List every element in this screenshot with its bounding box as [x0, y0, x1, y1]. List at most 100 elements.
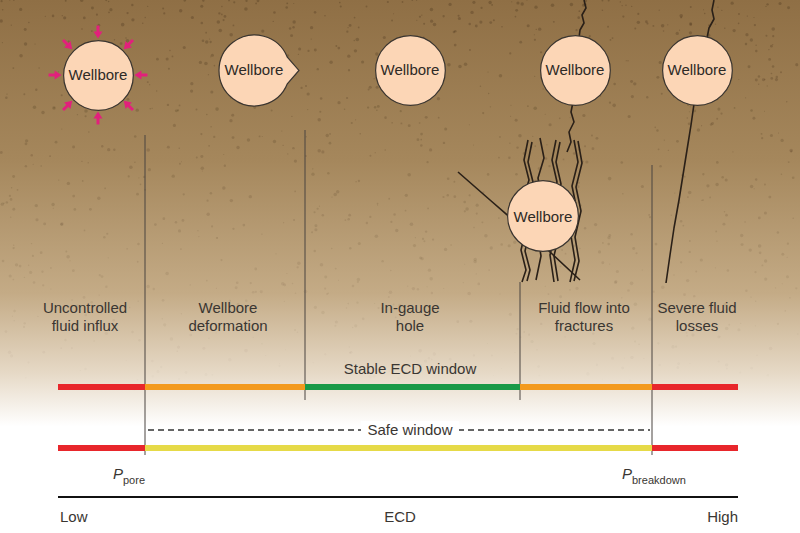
- grain-dot: [447, 194, 449, 196]
- grain-dot: [131, 18, 134, 21]
- grain-dot: [81, 161, 82, 162]
- grain-dot: [348, 214, 351, 217]
- grain-dot: [493, 19, 495, 21]
- bar-segment: [58, 384, 145, 390]
- grain-dot: [189, 334, 192, 337]
- grain-dot: [190, 90, 193, 93]
- arrow-head: [94, 32, 103, 39]
- grain-dot: [645, 20, 648, 23]
- grain-dot: [731, 2, 734, 5]
- grain-dot: [151, 375, 154, 378]
- grain-dot: [473, 144, 474, 145]
- wellbore-outline: [375, 35, 445, 105]
- grain-dot: [208, 338, 210, 340]
- grain-dot: [473, 258, 477, 262]
- grain-dot: [61, 94, 63, 96]
- grain-dot: [318, 118, 321, 121]
- grain-dot: [339, 2, 341, 4]
- grain-dot: [675, 346, 677, 348]
- grain-dot: [0, 0, 2, 2]
- grain-dot: [510, 105, 511, 106]
- grain-dot: [429, 277, 433, 281]
- grain-dot: [305, 85, 307, 87]
- grain-dot: [109, 8, 112, 11]
- grain-dot: [534, 76, 535, 77]
- grain-dot: [358, 242, 361, 245]
- grain-dot: [271, 110, 273, 112]
- grain-dot: [328, 292, 329, 293]
- grain-dot: [85, 115, 87, 117]
- grain-dot: [476, 213, 478, 215]
- grain-dot: [621, 366, 624, 369]
- grain-dot: [375, 152, 376, 153]
- grain-dot: [24, 277, 25, 278]
- grain-dot: [314, 49, 317, 52]
- grain-dot: [33, 106, 36, 109]
- grain-dot: [612, 37, 614, 39]
- grain-dot: [578, 182, 580, 184]
- grain-dot: [114, 39, 115, 40]
- grain-dot: [2, 9, 4, 11]
- grain-dot: [421, 14, 422, 15]
- grain-dot: [472, 1, 475, 4]
- grain-dot: [320, 97, 323, 100]
- grain-dot: [202, 0, 204, 2]
- grain-dot: [24, 42, 27, 45]
- grain-dot: [488, 93, 489, 94]
- grain-dot: [781, 253, 784, 256]
- grain-dot: [676, 140, 679, 143]
- grain-dot: [207, 213, 210, 216]
- grain-dot: [737, 328, 740, 331]
- grain-dot: [218, 12, 220, 14]
- grain-dot: [233, 1, 235, 3]
- grain-dot: [63, 16, 66, 19]
- grain-dot: [1, 203, 4, 206]
- grain-dot: [42, 351, 45, 354]
- grain-dot: [553, 21, 555, 23]
- grain-dot: [689, 251, 691, 253]
- grain-dot: [426, 161, 428, 163]
- grain-dot: [634, 28, 636, 30]
- grain-dot: [786, 275, 789, 278]
- grain-dot: [679, 30, 680, 31]
- grain-dot: [291, 116, 292, 117]
- grain-dot: [261, 234, 262, 235]
- grain-dot: [191, 16, 194, 19]
- grain-dot: [621, 297, 622, 298]
- grain-dot: [565, 253, 567, 255]
- grain-dot: [349, 346, 350, 347]
- grain-dot: [313, 211, 315, 213]
- grain-dot: [427, 286, 428, 287]
- grain-dot: [72, 269, 75, 272]
- grain-dot: [755, 301, 756, 302]
- grain-dot: [52, 15, 55, 18]
- grain-dot: [395, 381, 397, 383]
- grain-dot: [183, 193, 185, 195]
- axis-label: High: [707, 508, 738, 526]
- grain-dot: [744, 221, 746, 223]
- grain-dot: [546, 144, 547, 145]
- grain-dot: [283, 222, 284, 223]
- grain-dot: [294, 190, 296, 192]
- grain-dot: [527, 105, 529, 107]
- grain-dot: [444, 127, 447, 130]
- grain-dot: [282, 145, 283, 146]
- grain-dot: [654, 127, 656, 129]
- grain-dot: [443, 288, 444, 289]
- grain-dot: [228, 0, 230, 1]
- grain-dot: [680, 220, 682, 222]
- grain-dot: [689, 23, 692, 26]
- grain-dot: [778, 133, 779, 134]
- grain-dot: [352, 327, 353, 328]
- grain-dot: [136, 193, 139, 196]
- grain-dot: [245, 0, 247, 2]
- grain-dot: [104, 187, 106, 189]
- grain-dot: [750, 297, 751, 298]
- grain-dot: [74, 208, 77, 211]
- grain-dot: [312, 168, 313, 169]
- grain-dot: [196, 109, 198, 111]
- grain-dot: [11, 25, 12, 26]
- grain-dot: [750, 109, 753, 112]
- grain-dot: [758, 84, 759, 85]
